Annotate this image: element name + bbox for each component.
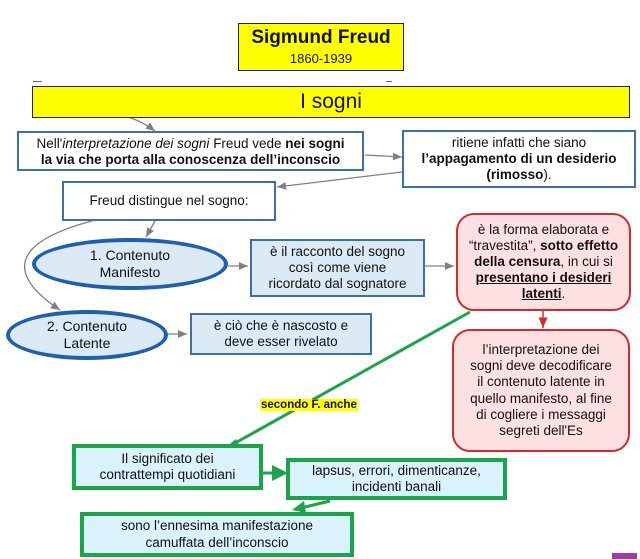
lapsus-line1: lapsus, errori, dimenticanze, (312, 462, 481, 478)
subject-bar: I sogni (32, 86, 630, 118)
manifestazione-line1: sono l’ennesima manifestazione (120, 518, 314, 534)
link-label: secondo F. anche (260, 399, 358, 411)
wish-bold2: (rimosso (486, 167, 544, 183)
title-box: Sigmund Freud 1860-1939 (238, 23, 404, 71)
node-manifesto: 1. Contenuto Manifesto (32, 238, 228, 290)
censura-line5: latenti (521, 286, 562, 302)
node-lapsus: lapsus, errori, dimenticanze, incidenti … (286, 458, 507, 500)
censura-line5end: . (561, 286, 566, 302)
censura-line2a: “travestita”, (468, 237, 541, 253)
node-contrattempi: Il significato dei contrattempi quotidia… (72, 444, 263, 490)
node-manifesto-desc: è il racconto del sogno così come viene … (250, 239, 425, 297)
title-years: 1860-1939 (289, 51, 353, 67)
arrow-distingue-to-manifesto (145, 220, 156, 238)
decorative-tick-left (33, 81, 42, 82)
censura-line3a: della censura (474, 253, 561, 269)
latente-line2: Latente (63, 335, 111, 351)
distingue-text: Freud distingue nel sogno: (89, 192, 249, 208)
manifesto-desc-line1: è il racconto del sogno (269, 243, 406, 259)
corner-mark (612, 553, 637, 559)
contrattempi-line1: Il significato dei (121, 450, 214, 466)
interp-line5: di cogliere i messaggi (476, 406, 606, 422)
latente-desc-line2: deve esser rivelato (224, 334, 338, 349)
manifesto-desc-line3: ricordato dal sognatore (268, 276, 407, 292)
manifesto-line1: 1. Contenuto (89, 247, 171, 264)
node-manifestazione: sono l’ennesima manifestazione camuffata… (80, 512, 354, 557)
censura-line2b: sotto effetto (540, 237, 619, 253)
interp-line1: l’interpretazione dei (482, 341, 600, 357)
intro-mid: Freud vede (209, 136, 286, 151)
subject-title: I sogni (300, 90, 362, 114)
interp-line4: quello manifesto, al fine (470, 390, 612, 406)
censura-line3b: , in cui si (560, 253, 613, 269)
decorative-tick-right (386, 81, 392, 82)
arrow-wish-to-distingue (276, 171, 403, 190)
manifesto-line2: Manifesto (99, 264, 161, 280)
latente-desc-line1: è ciò che è nascosto e (213, 317, 349, 333)
node-latente: 2. Contenuto Latente (6, 310, 168, 360)
censura-line4: presentano i desideri (475, 270, 612, 286)
censura-line1: è la forma elaborata e (477, 221, 610, 237)
wish-line1: ritiene infatti che siano (451, 135, 587, 150)
latente-line1: 2. Contenuto (46, 318, 128, 335)
arrow-intro-to-wish (364, 152, 403, 161)
wish-bold: l’appagamento di un desiderio (421, 151, 617, 167)
interp-line2: sogni deve decodificare (470, 358, 612, 374)
node-wish: ritiene infatti che siano l’appagamento … (402, 130, 636, 188)
wish-end: ). (543, 167, 552, 183)
contrattempi-line2: contrattempi quotidiani (99, 467, 236, 482)
title-name: Sigmund Freud (251, 27, 391, 49)
lapsus-line2: incidenti banali (351, 479, 442, 494)
intro-prefix: Nell' (36, 136, 63, 151)
intro-bold1: nei sogni (285, 136, 345, 151)
arrow-lapsus-to-manifestazione (304, 499, 331, 509)
interp-line6: segreti dell'Es (499, 422, 583, 438)
manifestazione-line2: camuffata dell’inconscio (145, 534, 289, 550)
intro-italic: interpretazione dei sogni (62, 136, 210, 151)
node-latente-desc: è ciò che è nascosto e deve esser rivela… (190, 313, 372, 355)
manifesto-desc-line2: così come viene (288, 259, 387, 275)
node-intro: Nell'interpretazione dei sogni Freud ved… (17, 131, 364, 171)
node-censura: è la forma elaborata e “travestita”, sot… (456, 213, 631, 311)
intro-bold2: la via che porta alla conoscenza dell’in… (40, 152, 341, 168)
node-distingue: Freud distingue nel sogno: (62, 181, 276, 221)
interp-line3: il contenuto latente in (477, 374, 605, 390)
node-interpretazione: l’interpretazione dei sogni deve decodif… (452, 329, 630, 452)
